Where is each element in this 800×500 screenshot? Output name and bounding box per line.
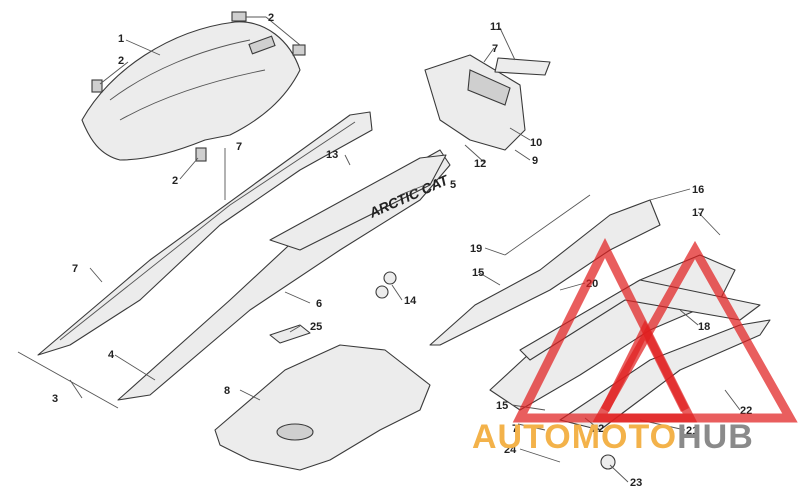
callout-13: 13 [326, 149, 338, 161]
callout-2a: 2 [268, 12, 274, 24]
part-fastener [375, 271, 397, 299]
part-side-panel-right: ARCTIC CAT [117, 149, 452, 401]
callout-7d: 7 [512, 423, 518, 435]
part-rear-bracket [424, 54, 551, 151]
callout-1: 1 [118, 33, 124, 45]
callout-7b: 7 [236, 141, 242, 153]
callout-6: 6 [316, 298, 322, 310]
watermark: AUTOMOTOHUB [472, 237, 798, 456]
watermark-inner-chevron [600, 319, 690, 413]
callout-21: 21 [686, 425, 698, 437]
callout-2c: 2 [172, 175, 178, 187]
callout-9: 9 [532, 155, 538, 167]
watermark-auto: AUTO [472, 418, 572, 456]
callout-2b: 2 [118, 55, 124, 67]
callout-22b: 22 [592, 423, 604, 435]
part-clips [91, 11, 306, 162]
leader-lines [69, 16, 741, 483]
callout-11: 11 [490, 21, 502, 33]
callout-25: 25 [310, 321, 322, 333]
callout-7c: 7 [492, 43, 498, 55]
watermark-text: AUTOMOTOHUB [472, 418, 754, 456]
callout-3: 3 [52, 393, 58, 405]
callout-5: 5 [450, 179, 456, 191]
watermark-hub: HUB [677, 418, 754, 456]
callout-23: 23 [630, 477, 642, 489]
callout-12: 12 [474, 158, 486, 170]
callout-16: 16 [692, 184, 704, 196]
callouts: 1 2 2 2 3 4 5 6 7 7 7 7 8 9 10 11 12 13 … [52, 12, 752, 489]
callout-7a: 7 [72, 263, 78, 275]
part-seat-cover [81, 21, 301, 161]
callout-4: 4 [108, 349, 115, 361]
callout-15a: 15 [472, 267, 484, 279]
callout-8: 8 [224, 385, 230, 397]
callout-10: 10 [530, 137, 542, 149]
callout-17: 17 [692, 207, 704, 219]
part-storage-tub [214, 344, 431, 471]
bracket-line-3 [17, 351, 119, 409]
callout-15b: 15 [496, 400, 508, 412]
part-side-rail-left [37, 111, 373, 356]
callout-19: 19 [470, 243, 482, 255]
watermark-moto: MOTO [572, 418, 677, 456]
callout-18: 18 [698, 321, 710, 333]
callout-24: 24 [504, 444, 517, 456]
callout-14: 14 [404, 295, 417, 307]
part-plate [269, 324, 311, 344]
